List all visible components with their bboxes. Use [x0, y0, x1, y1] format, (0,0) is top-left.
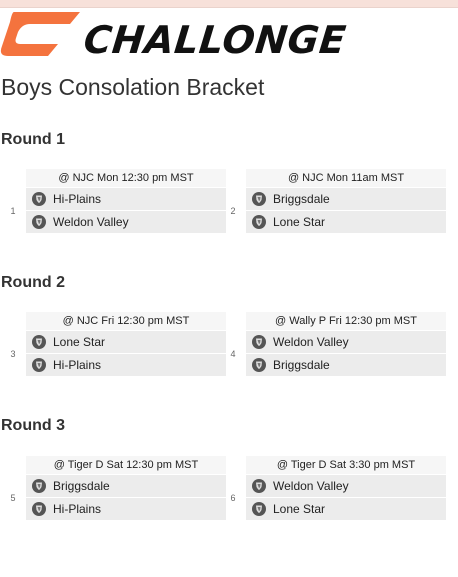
match-number: 2 — [230, 206, 236, 216]
team-shield-icon — [252, 479, 266, 493]
team-shield-icon — [252, 358, 266, 372]
challonge-logo[interactable]: CHALLONGE — [0, 10, 400, 66]
match-header: @ NJC Mon 11am MST — [246, 169, 446, 187]
match-number: 1 — [10, 206, 16, 216]
team-row[interactable]: Briggsdale — [246, 354, 446, 376]
page-title: Boys Consolation Bracket — [1, 74, 265, 100]
match-header: @ Tiger D Sat 3:30 pm MST — [246, 456, 446, 474]
team-name: Briggsdale — [53, 479, 110, 493]
match-header: @ NJC Mon 12:30 pm MST — [26, 169, 226, 187]
team-row[interactable]: Weldon Valley — [246, 331, 446, 353]
match[interactable]: 5 @ Tiger D Sat 12:30 pm MST Briggsdale … — [10, 456, 226, 520]
team-shield-icon — [32, 215, 46, 229]
match-header: @ Wally P Fri 12:30 pm MST — [246, 312, 446, 330]
match[interactable]: 1 @ NJC Mon 12:30 pm MST Hi-Plains Weldo… — [10, 169, 226, 233]
team-shield-icon — [252, 502, 266, 516]
team-row[interactable]: Briggsdale — [26, 475, 226, 497]
match-header: @ Tiger D Sat 12:30 pm MST — [26, 456, 226, 474]
match[interactable]: 4 @ Wally P Fri 12:30 pm MST Weldon Vall… — [230, 312, 446, 376]
team-shield-icon — [252, 192, 266, 206]
team-shield-icon — [252, 215, 266, 229]
team-shield-icon — [32, 358, 46, 372]
team-name: Hi-Plains — [53, 358, 102, 372]
team-row[interactable]: Lone Star — [246, 498, 446, 520]
team-name: Lone Star — [273, 502, 326, 516]
challonge-logo-icon — [0, 12, 81, 56]
team-shield-icon — [252, 335, 266, 349]
team-name: Hi-Plains — [53, 502, 102, 516]
team-shield-icon — [32, 479, 46, 493]
team-name: Hi-Plains — [53, 192, 102, 206]
match[interactable]: 2 @ NJC Mon 11am MST Briggsdale Lone Sta… — [230, 169, 446, 233]
team-name: Weldon Valley — [273, 479, 349, 493]
team-row[interactable]: Hi-Plains — [26, 354, 226, 376]
match-number: 4 — [230, 349, 236, 359]
round-title: Round 3 — [1, 417, 65, 434]
team-shield-icon — [32, 192, 46, 206]
match[interactable]: 6 @ Tiger D Sat 3:30 pm MST Weldon Valle… — [230, 456, 446, 520]
match[interactable]: 3 @ NJC Fri 12:30 pm MST Lone Star Hi-Pl… — [10, 312, 226, 376]
team-row[interactable]: Lone Star — [246, 211, 446, 233]
team-row[interactable]: Weldon Valley — [246, 475, 446, 497]
match-header: @ NJC Fri 12:30 pm MST — [26, 312, 226, 330]
round-title: Round 1 — [1, 131, 65, 148]
team-row[interactable]: Hi-Plains — [26, 498, 226, 520]
team-name: Lone Star — [273, 215, 326, 229]
match-number: 3 — [10, 349, 16, 359]
brand-name: CHALLONGE — [81, 18, 349, 62]
team-name: Weldon Valley — [273, 335, 349, 349]
team-row[interactable]: Hi-Plains — [26, 188, 226, 210]
team-name: Lone Star — [53, 335, 106, 349]
match-number: 6 — [230, 493, 236, 503]
team-shield-icon — [32, 335, 46, 349]
team-row[interactable]: Lone Star — [26, 331, 226, 353]
team-name: Briggsdale — [273, 192, 330, 206]
round-title: Round 2 — [1, 274, 65, 291]
team-name: Briggsdale — [273, 358, 330, 372]
top-strip — [0, 0, 458, 8]
team-name: Weldon Valley — [53, 215, 129, 229]
team-row[interactable]: Briggsdale — [246, 188, 446, 210]
team-row[interactable]: Weldon Valley — [26, 211, 226, 233]
match-number: 5 — [10, 493, 16, 503]
team-shield-icon — [32, 502, 46, 516]
